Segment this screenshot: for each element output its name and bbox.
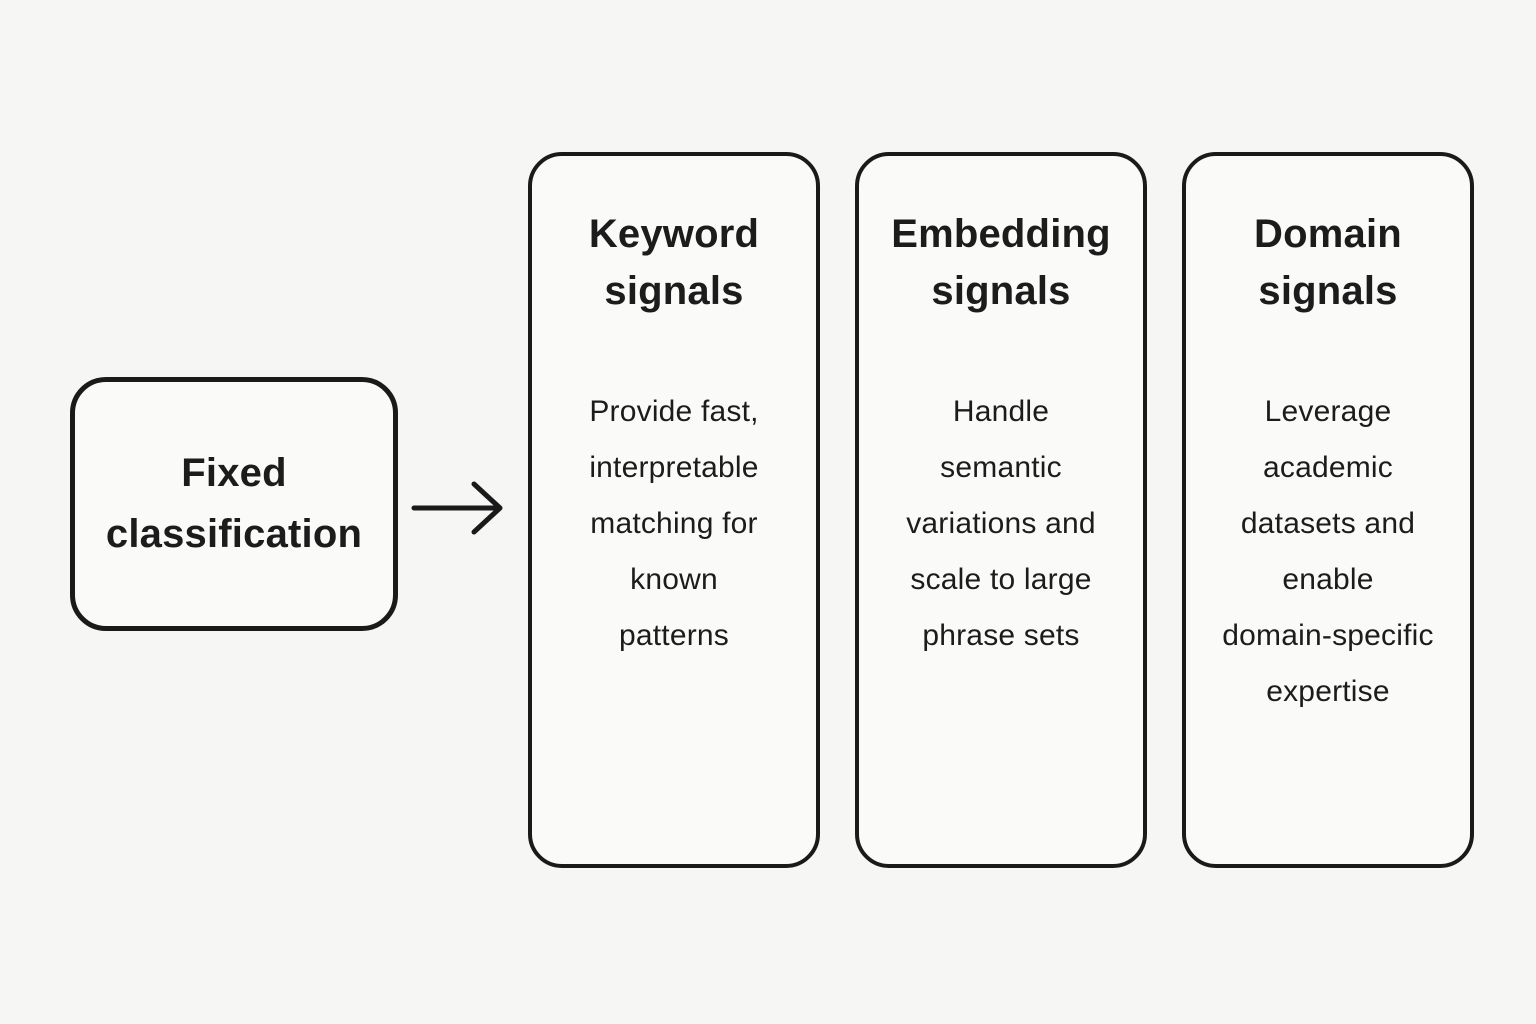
card-embedding-signals: Embedding signals Handle semantic variat… bbox=[855, 152, 1147, 868]
card-domain-signals: Domain signals Leverage academic dataset… bbox=[1182, 152, 1474, 868]
card-domain-signals-body: Leverage academic datasets and enable do… bbox=[1222, 394, 1434, 709]
arrow-right-icon bbox=[411, 481, 503, 535]
card-embedding-signals-body: Handle semantic variations and scale to … bbox=[906, 394, 1096, 652]
card-embedding-signals-title: Embedding signals bbox=[891, 212, 1111, 313]
card-keyword-signals-title: Keyword signals bbox=[588, 212, 760, 313]
card-domain-signals-title: Domain signals bbox=[1254, 212, 1402, 313]
card-keyword-signals-body: Provide fast, interpretable matching for… bbox=[589, 394, 759, 652]
signal-cards-row: Keyword signals Provide fast, interpreta… bbox=[528, 152, 1474, 868]
fixed-classification-node: Fixed classification bbox=[70, 377, 398, 631]
fixed-classification-label: Fixed classification bbox=[105, 451, 363, 556]
card-keyword-signals: Keyword signals Provide fast, interpreta… bbox=[528, 152, 820, 868]
